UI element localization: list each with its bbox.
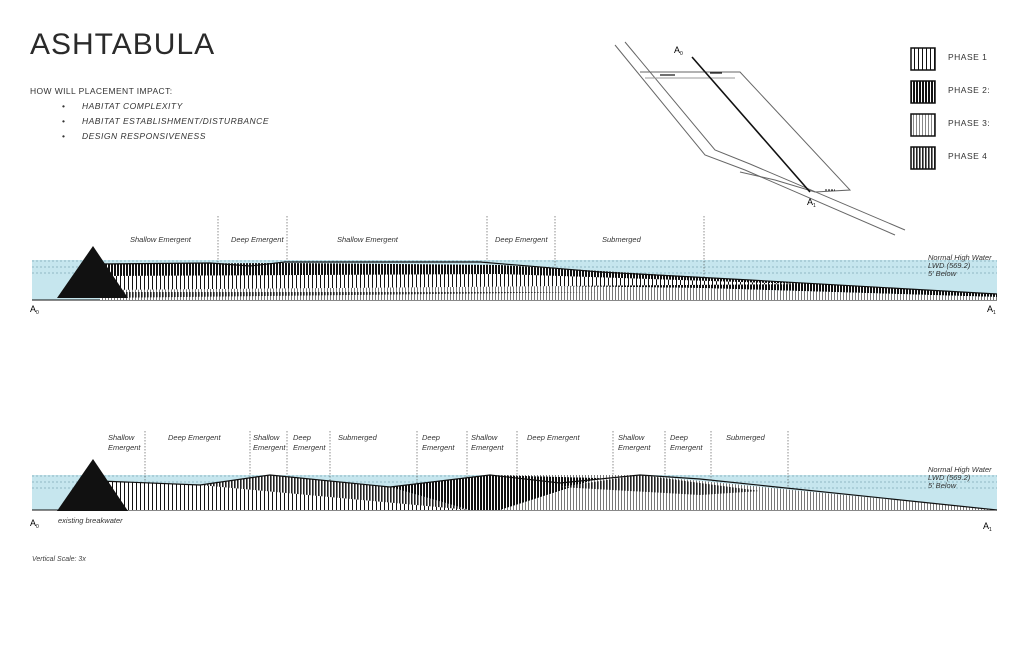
water-label-5ft-below: 5' Below [928, 269, 957, 278]
question-item: HABITAT COMPLEXITY [62, 99, 269, 114]
fill-surface [99, 474, 998, 511]
fill-layer-phase4 [560, 475, 760, 495]
fill-surface [99, 261, 998, 295]
key-map: A0 A1 [614, 41, 906, 236]
zone-label: Shallow Emergent [337, 235, 399, 244]
keymap-start-label: A0 [674, 45, 683, 57]
legend-label-phase1: PHASE 1 [948, 52, 988, 62]
breakwater [57, 459, 128, 511]
zone-label: Deep Emergent [495, 235, 548, 244]
shoreline-inner [624, 41, 906, 231]
water-label-normal-high: Normal High Water [928, 253, 992, 262]
section-1: Shallow Emergent Deep Emergent Shallow E… [30, 216, 998, 316]
legend: PHASE 1 PHASE 2: PHASE 3: PHASE 4 [910, 46, 1010, 176]
legend-label-phase2: PHASE 2: [948, 85, 991, 95]
question-item: HABITAT ESTABLISHMENT/DISTURBANCE [62, 114, 269, 129]
breakwater [57, 246, 128, 298]
shoreline-outer [614, 44, 896, 236]
legend-swatch-phase3 [910, 113, 936, 137]
pier-outline [640, 71, 852, 193]
breakwater-label: existing breakwater [58, 516, 123, 525]
legend-label-phase3: PHASE 3: [948, 118, 991, 128]
fill-layer-phase4 [200, 475, 470, 510]
keymap-end-label: A1 [807, 197, 816, 209]
zone-label: Deep Emergent [527, 433, 580, 442]
question-item: DESIGN RESPONSIVENESS [62, 129, 269, 144]
question-heading: HOW WILL PLACEMENT IMPACT: [30, 86, 173, 96]
water-label-lwd: LWD (569.2) [928, 261, 971, 270]
water-label-5ft-below: 5' Below [928, 481, 957, 490]
page-title: ASHTABULA [30, 28, 216, 61]
legend-swatches [910, 47, 936, 170]
fill-layer-phase1 [100, 274, 800, 290]
zone-label: Shallow Emergent [130, 235, 192, 244]
water-label-normal-high: Normal High Water [928, 465, 992, 474]
legend-label-phase4: PHASE 4 [948, 151, 988, 161]
question-list: HABITAT COMPLEXITY HABITAT ESTABLISHMENT… [62, 99, 269, 144]
section1-end-label: A1 [987, 304, 996, 316]
section2-end-label: A1 [983, 521, 992, 533]
legend-swatch-phase2 [910, 80, 936, 104]
section1-start-label: A0 [30, 304, 39, 316]
fill-layer-phase2 [390, 475, 600, 510]
zone-label: Deep Emergent [231, 235, 284, 244]
zone-label: Submerged [726, 433, 766, 442]
zone-label: Submerged [338, 433, 378, 442]
legend-swatch-phase4 [910, 146, 936, 170]
zone-label: Submerged [602, 235, 642, 244]
zone-label: Deep Emergent [168, 433, 221, 442]
fill-layer-phase4 [100, 292, 600, 298]
section2-start-label: A0 [30, 518, 39, 530]
legend-swatch-phase1 [910, 47, 936, 71]
vertical-scale-note: Vertical Scale: 3x [32, 556, 86, 563]
section-line [691, 56, 811, 193]
water-label-lwd: LWD (569.2) [928, 473, 971, 482]
